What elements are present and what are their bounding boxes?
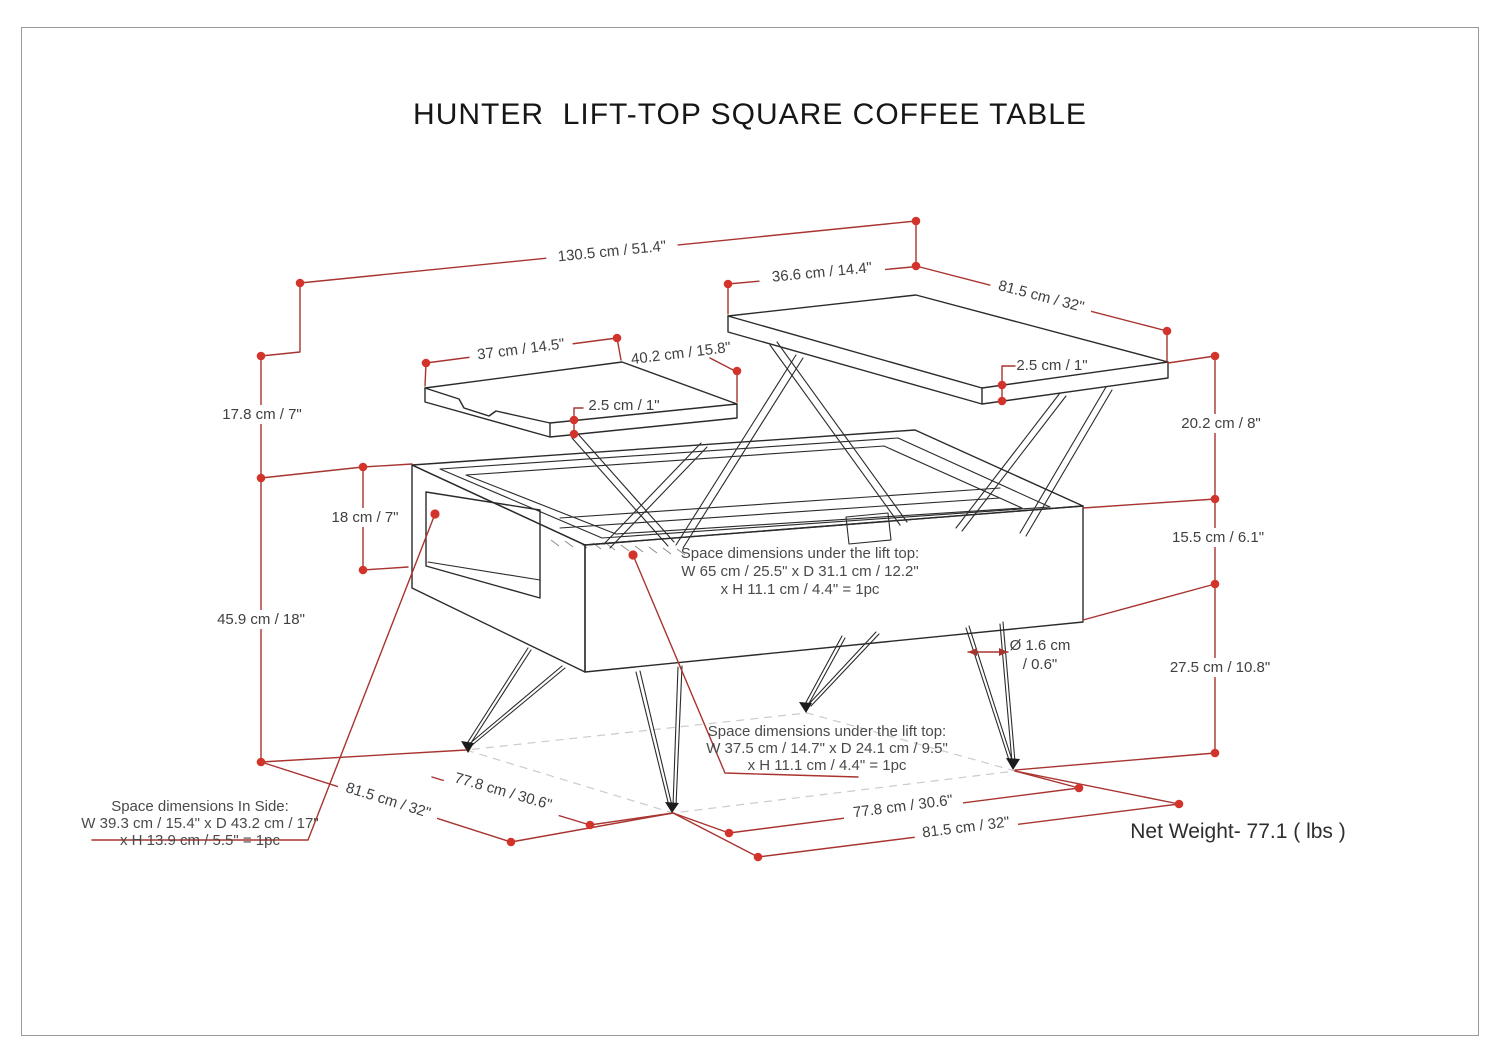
hairpin-legs (461, 621, 1020, 813)
svg-text:81.5 cm / 32": 81.5 cm / 32" (996, 277, 1085, 316)
svg-text:45.9 cm / 18": 45.9 cm / 18" (217, 611, 305, 628)
dim-lift-left-rise-height: 17.8 cm / 7" (214, 405, 310, 424)
svg-text:x H 11.1 cm / 4.4" = 1pc: x H 11.1 cm / 4.4" = 1pc (748, 757, 907, 774)
svg-text:Space dimensions under the lif: Space dimensions under the lift top: (681, 545, 919, 562)
dim-lift-right-rise-height: 20.2 cm / 8" (1173, 414, 1269, 433)
dim-lift-left-thickness: 2.5 cm / 1" (588, 397, 659, 414)
svg-text:2.5 cm / 1": 2.5 cm / 1" (588, 397, 659, 414)
small-lift-top-face (424, 361, 738, 424)
svg-text:/ 0.6": / 0.6" (1023, 656, 1058, 673)
box-right-face (584, 505, 1084, 673)
leg-foot (461, 741, 474, 753)
side-compartment-opening (425, 491, 541, 599)
svg-text:27.5 cm / 10.8": 27.5 cm / 10.8" (1170, 659, 1270, 676)
dim-total-height: 45.9 cm / 18" (210, 610, 312, 629)
annotation-inside-storage: Space dimensions In Side: W 39.3 cm / 15… (81, 798, 318, 849)
leg-foot (665, 802, 679, 813)
annotation-blocks: Space dimensions In Side: W 39.3 cm / 15… (81, 545, 948, 849)
dim-base-depth-left: 77.8 cm / 30.6" (442, 765, 564, 818)
annotation-under-lift-top-small: Space dimensions under the lift top: W 3… (706, 723, 948, 774)
page-title: HUNTER LIFT-TOP SQUARE COFFEE TABLE (413, 98, 1087, 131)
svg-text:15.5 cm / 6.1": 15.5 cm / 6.1" (1172, 529, 1264, 546)
svg-text:2.5 cm / 1": 2.5 cm / 1" (1016, 357, 1087, 374)
rim-notch (845, 512, 892, 545)
dim-leg-diameter: Ø 1.6 cm / 0.6" (1010, 637, 1071, 673)
net-weight-label: Net Weight- 77.1 ( lbs ) (1130, 820, 1346, 843)
dim-lift-right-thickness: 2.5 cm / 1" (1016, 357, 1087, 374)
diameter-arrowheads (968, 648, 1008, 656)
svg-text:W 39.3 cm / 15.4" x D 43.2 cm: W 39.3 cm / 15.4" x D 43.2 cm / 17" (81, 815, 318, 832)
large-lift-top-edge (727, 315, 1169, 405)
box-left-face (411, 464, 586, 673)
svg-text:37 cm / 14.5": 37 cm / 14.5" (476, 335, 565, 363)
svg-text:Ø 1.6 cm: Ø 1.6 cm (1010, 637, 1071, 654)
svg-text:W 37.5 cm / 14.7" x D 24.1 cm: W 37.5 cm / 14.7" x D 24.1 cm / 9.5" (706, 740, 948, 757)
dim-lift-left-depth: 40.2 cm / 15.8" (630, 339, 732, 368)
leg-foot (1006, 758, 1020, 770)
box-well-inner-edge (465, 445, 1023, 535)
svg-text:Space dimensions under the lif: Space dimensions under the lift top: (708, 723, 946, 740)
small-lift-handle-notch (458, 398, 497, 417)
dimension-dots (256, 216, 1220, 862)
dim-overall-width: 130.5 cm / 51.4" (545, 235, 679, 268)
box-top-inner-rim (439, 437, 1051, 539)
svg-text:18 cm / 7": 18 cm / 7" (331, 509, 398, 526)
dim-base-depth-right: 77.8 cm / 30.6" (842, 789, 964, 824)
svg-text:81.5 cm / 32": 81.5 cm / 32" (921, 814, 1010, 842)
dim-side-opening-height: 18 cm / 7" (324, 508, 406, 527)
svg-text:17.8 cm / 7": 17.8 cm / 7" (222, 406, 302, 423)
svg-text:130.5 cm / 51.4": 130.5 cm / 51.4" (557, 238, 667, 266)
dim-base-width-right: 81.5 cm / 32" (913, 811, 1019, 844)
svg-text:x H 11.1 cm / 4.4" = 1pc: x H 11.1 cm / 4.4" = 1pc (721, 581, 880, 598)
dim-leg-height: 27.5 cm / 10.8" (1162, 658, 1278, 677)
svg-text:20.2 cm / 8": 20.2 cm / 8" (1181, 415, 1261, 432)
dim-lift-right-width: 81.5 cm / 32" (988, 274, 1094, 319)
lift-struts (571, 341, 1113, 549)
svg-text:77.8 cm / 30.6": 77.8 cm / 30.6" (453, 770, 554, 814)
page-border (21, 27, 1479, 1036)
svg-text:40.2 cm / 15.8": 40.2 cm / 15.8" (630, 339, 732, 368)
annotation-under-lift-top-main: Space dimensions under the lift top: W 6… (681, 545, 919, 598)
well-divider-rail (559, 487, 1001, 529)
svg-text:W 65 cm / 25.5" x D 31.1 cm /: W 65 cm / 25.5" x D 31.1 cm / 12.2" (681, 563, 918, 580)
svg-text:Space dimensions In Side:: Space dimensions In Side: (111, 798, 289, 815)
side-compartment-floor (427, 561, 541, 581)
large-lift-top-face (727, 294, 1169, 389)
dim-base-width-left: 81.5 cm / 32" (335, 775, 441, 826)
svg-text:77.8 cm / 30.6": 77.8 cm / 30.6" (852, 792, 954, 822)
dim-apron-height: 15.5 cm / 6.1" (1165, 528, 1271, 547)
dim-lift-right-depth: 36.6 cm / 14.4" (758, 257, 886, 288)
leg-foot (799, 702, 812, 713)
svg-text:x H 13.9 cm / 5.5" = 1pc: x H 13.9 cm / 5.5" = 1pc (120, 832, 280, 849)
small-lift-top-edge (424, 387, 738, 438)
dim-lift-left-width: 37 cm / 14.5" (468, 333, 574, 366)
table-drawing (411, 294, 1169, 813)
